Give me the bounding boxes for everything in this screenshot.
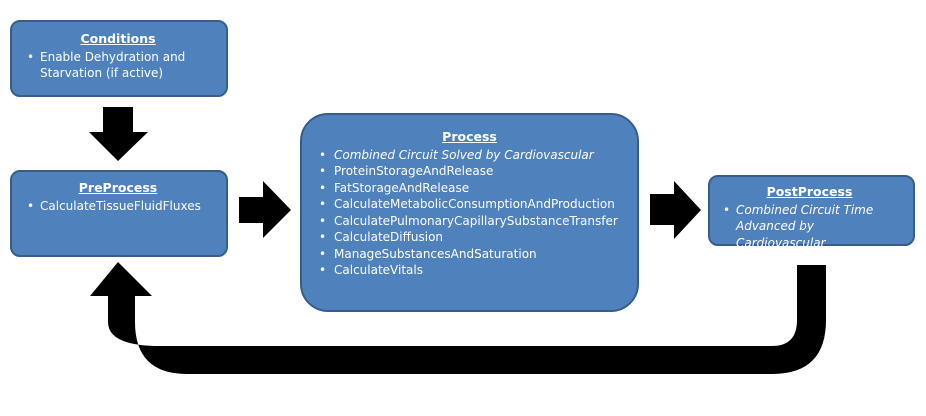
list-item: CalculateDiffusion xyxy=(308,229,631,246)
list-item: FatStorageAndRelease xyxy=(308,180,631,197)
list-item: CalculatePulmonaryCapillarySubstanceTran… xyxy=(308,213,631,230)
process-box: Process Combined Circuit Solved by Cardi… xyxy=(300,113,639,312)
arrow-preprocess-to-process xyxy=(239,181,291,238)
arrow-process-to-postprocess xyxy=(650,181,701,239)
conditions-box: Conditions Enable Dehydration and Starva… xyxy=(10,20,228,97)
postprocess-title: PostProcess xyxy=(766,184,853,199)
arrow-conditions-to-preprocess xyxy=(89,107,148,161)
list-item: ProteinStorageAndRelease xyxy=(308,163,631,180)
process-list: Combined Circuit Solved by Cardiovascula… xyxy=(308,147,631,279)
conditions-title: Conditions xyxy=(80,31,156,46)
list-item: CalculateTissueFluidFluxes xyxy=(16,198,220,215)
process-title: Process xyxy=(442,129,497,144)
preprocess-title: PreProcess xyxy=(78,180,158,195)
list-item: Combined Circuit Time Advanced by Cardio… xyxy=(712,202,907,252)
list-item: CalculateMetabolicConsumptionAndProducti… xyxy=(308,196,631,213)
list-item: Combined Circuit Solved by Cardiovascula… xyxy=(308,147,631,164)
arrow-loop-postprocess-to-preprocess xyxy=(90,262,826,374)
list-item: CalculateVitals xyxy=(308,262,631,279)
preprocess-box: PreProcess CalculateTissueFluidFluxes xyxy=(10,170,228,257)
list-item: Enable Dehydration and Starvation (if ac… xyxy=(16,49,220,82)
conditions-list: Enable Dehydration and Starvation (if ac… xyxy=(16,49,220,82)
postprocess-box: PostProcess Combined Circuit Time Advanc… xyxy=(708,175,915,250)
list-item: ManageSubstancesAndSaturation xyxy=(308,246,631,263)
postprocess-list: Combined Circuit Time Advanced by Cardio… xyxy=(712,202,907,252)
preprocess-list: CalculateTissueFluidFluxes xyxy=(16,198,220,215)
